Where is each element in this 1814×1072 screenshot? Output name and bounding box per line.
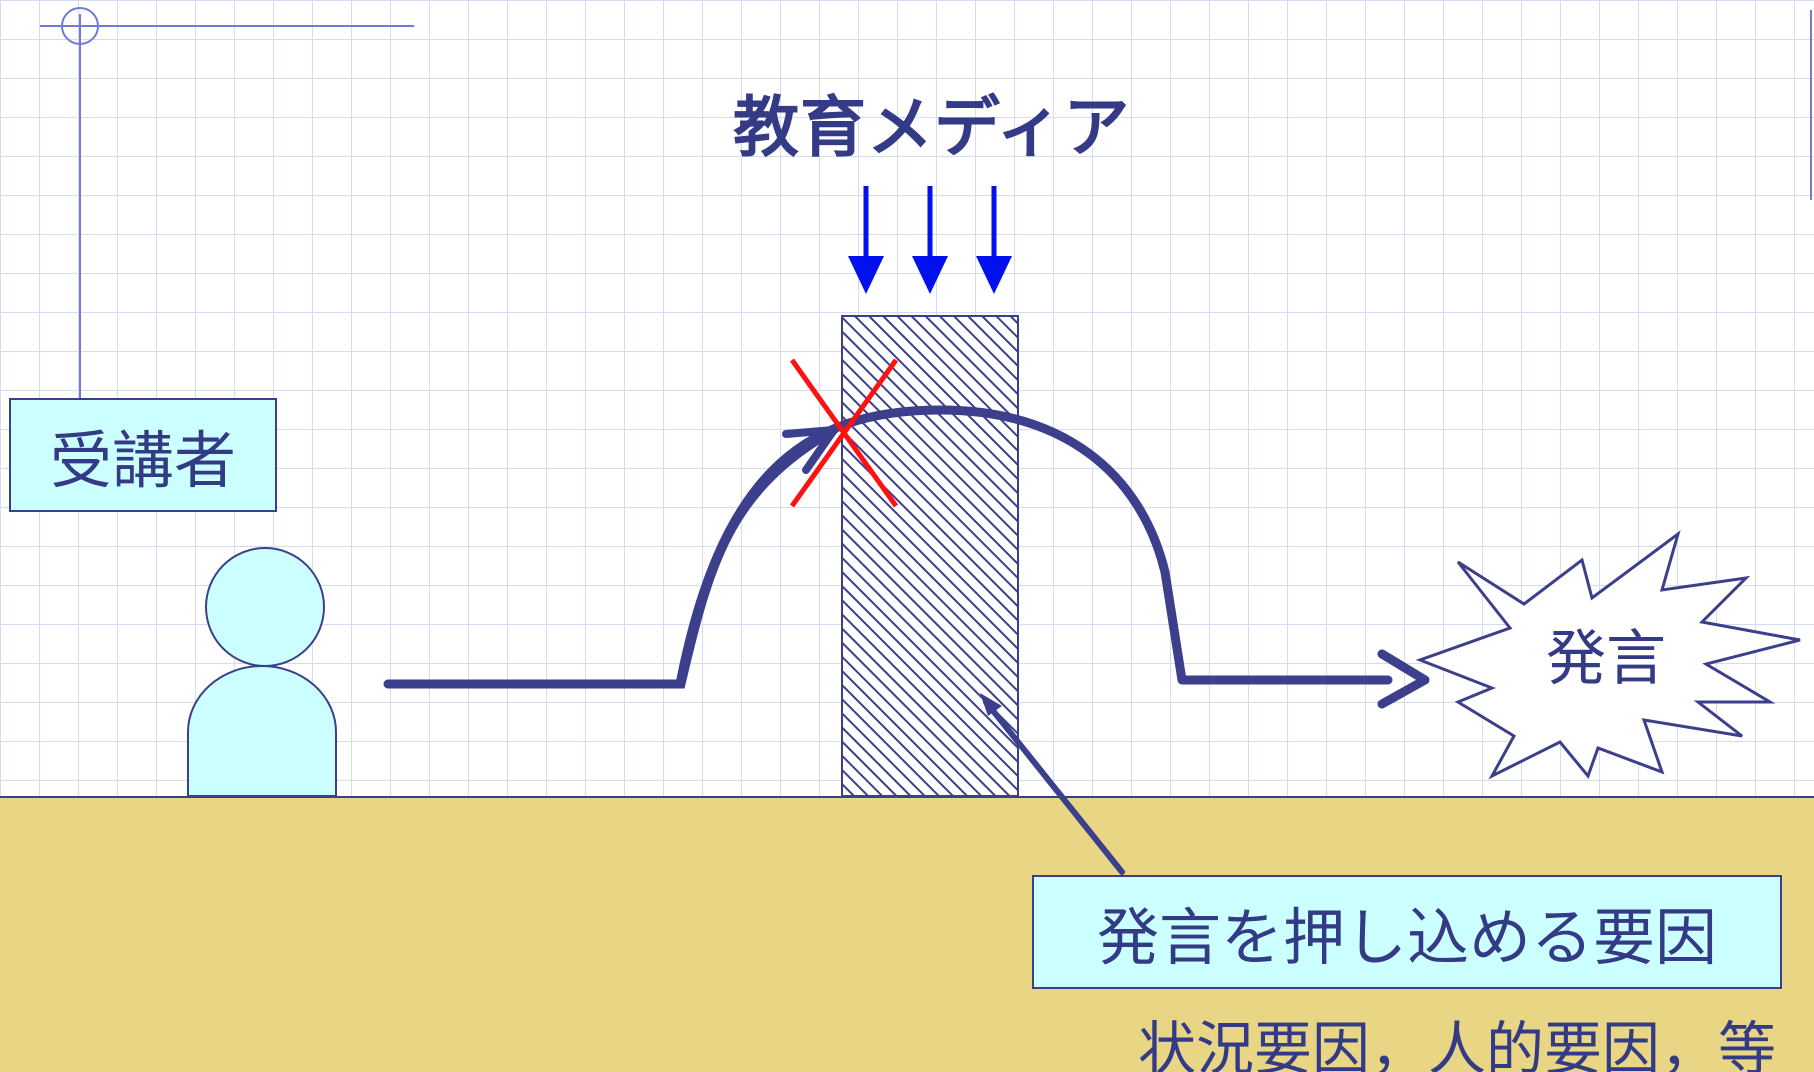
suppress-factor-box: 発言を押し込める要因 (1032, 875, 1782, 989)
corner-circle-icon (61, 7, 99, 45)
page-title: 教育メディア (733, 89, 1131, 166)
person-icon (187, 547, 337, 797)
suppress-factor-label: 発言を押し込める要因 (1096, 901, 1717, 974)
learner-label: 受講者 (49, 424, 236, 497)
cross-mark-icon (789, 358, 899, 508)
burst-icon (1415, 530, 1801, 780)
learner-label-box: 受講者 (9, 398, 277, 512)
factor-examples-note: 状況要因，人的要因，等 (1138, 1015, 1777, 1072)
speech-arrowhead (1377, 649, 1430, 709)
utterance-label: 発言 (1546, 624, 1666, 694)
factor-pointer (980, 693, 1125, 875)
speech-path (383, 405, 1393, 689)
media-arrows (848, 186, 1012, 294)
media-barrier (841, 315, 1019, 797)
